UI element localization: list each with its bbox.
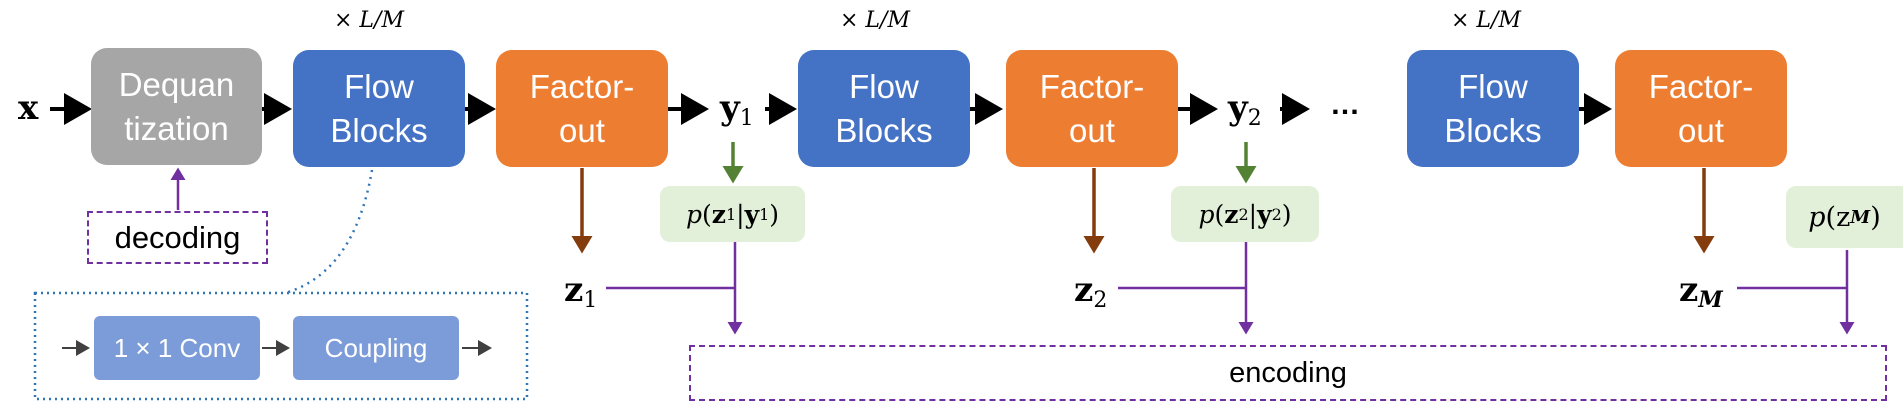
repeat-label-3: × L/M	[1451, 8, 1521, 33]
factor-out-3: Factor- out	[1615, 50, 1787, 167]
y2-label: y2	[1228, 88, 1262, 131]
zM-label: zM	[1679, 270, 1723, 313]
decoding-box: decoding	[87, 211, 268, 264]
flow-blocks-1: Flow Blocks	[293, 50, 465, 167]
repeat-label-1: × L/M	[334, 8, 404, 33]
factor-out-1-line2: out	[559, 111, 605, 149]
dequantization-block: Dequan tization	[91, 48, 262, 165]
factor-out-3-line1: Factor-	[1648, 67, 1754, 105]
flow-detail-box	[33, 291, 529, 401]
encoding-box: encoding	[689, 345, 1887, 401]
input-x: x	[18, 88, 39, 128]
coupling-block: Coupling	[293, 316, 459, 380]
coupling-label: Coupling	[324, 332, 428, 363]
dequantization-label-line1: Dequan	[118, 65, 235, 103]
flow-blocks-1-line2: Blocks	[330, 111, 428, 149]
encoding-connectors	[606, 242, 1855, 335]
repeat-label-2: × L/M	[840, 8, 910, 33]
dequantization-label-line2: tization	[124, 109, 229, 147]
conv-label: 1 × 1 Conv	[113, 332, 241, 363]
z1-label: z1	[564, 270, 598, 313]
flow-blocks-3-line2: Blocks	[1444, 111, 1542, 149]
flow-blocks-1-line1: Flow	[344, 67, 414, 105]
z2-label: z2	[1074, 270, 1108, 313]
decoding-label: decoding	[114, 219, 241, 255]
ellipsis: …	[1330, 88, 1360, 121]
factor-out-2: Factor- out	[1006, 50, 1178, 167]
encoding-label: encoding	[1229, 356, 1347, 389]
factor-out-1-line1: Factor-	[529, 67, 635, 105]
flow-blocks-3-line1: Flow	[1458, 67, 1528, 105]
factor-out-2-line1: Factor-	[1039, 67, 1145, 105]
factor-out-3-line2: out	[1678, 111, 1724, 149]
conv-1x1-block: 1 × 1 Conv	[94, 316, 260, 380]
factor-out-2-line2: out	[1069, 111, 1115, 149]
flow-blocks-3: Flow Blocks	[1407, 50, 1579, 167]
flow-blocks-2: Flow Blocks	[798, 50, 970, 167]
factor-out-1: Factor- out	[496, 50, 668, 167]
y1-label: y1	[720, 88, 754, 131]
flow-blocks-2-line1: Flow	[849, 67, 919, 105]
flow-blocks-2-line2: Blocks	[835, 111, 933, 149]
flow-detail-connector	[284, 169, 374, 295]
